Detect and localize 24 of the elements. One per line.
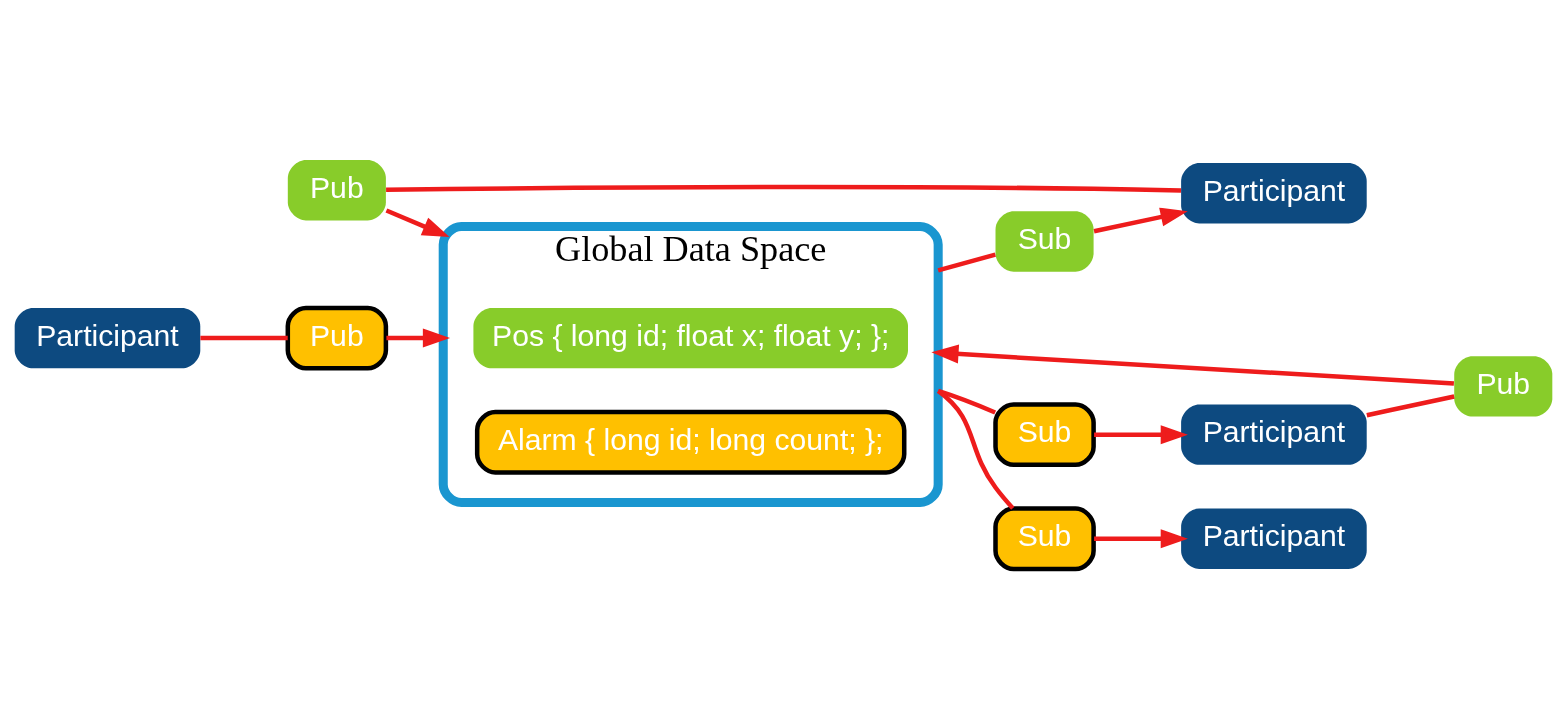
connector xyxy=(386,184,1182,193)
arrow xyxy=(1093,207,1188,233)
connector xyxy=(200,335,288,340)
node-box: Pos { long id; float x; float y; }; xyxy=(473,307,908,368)
connector xyxy=(936,388,1015,510)
node-box: Pub xyxy=(287,159,386,220)
node-box: Participant xyxy=(1181,508,1367,569)
node-box: Pub xyxy=(285,305,389,371)
node-box: Sub xyxy=(995,210,1094,272)
arrow xyxy=(931,343,1455,386)
node-box: Pub xyxy=(1454,355,1553,417)
node-box: Participant xyxy=(1181,162,1367,223)
arrow xyxy=(386,328,451,348)
connector xyxy=(1366,393,1455,417)
connector xyxy=(937,388,997,415)
node-box: Sub xyxy=(993,505,1096,571)
arrow xyxy=(1094,528,1188,548)
arrow xyxy=(1094,424,1188,444)
node-box: Sub xyxy=(993,401,1096,467)
node-box: Participant xyxy=(14,307,201,368)
node-box: Participant xyxy=(1181,404,1367,465)
connector xyxy=(937,251,996,273)
node-box: Alarm { long id; long count; }; xyxy=(474,409,907,475)
arrow xyxy=(385,207,450,237)
